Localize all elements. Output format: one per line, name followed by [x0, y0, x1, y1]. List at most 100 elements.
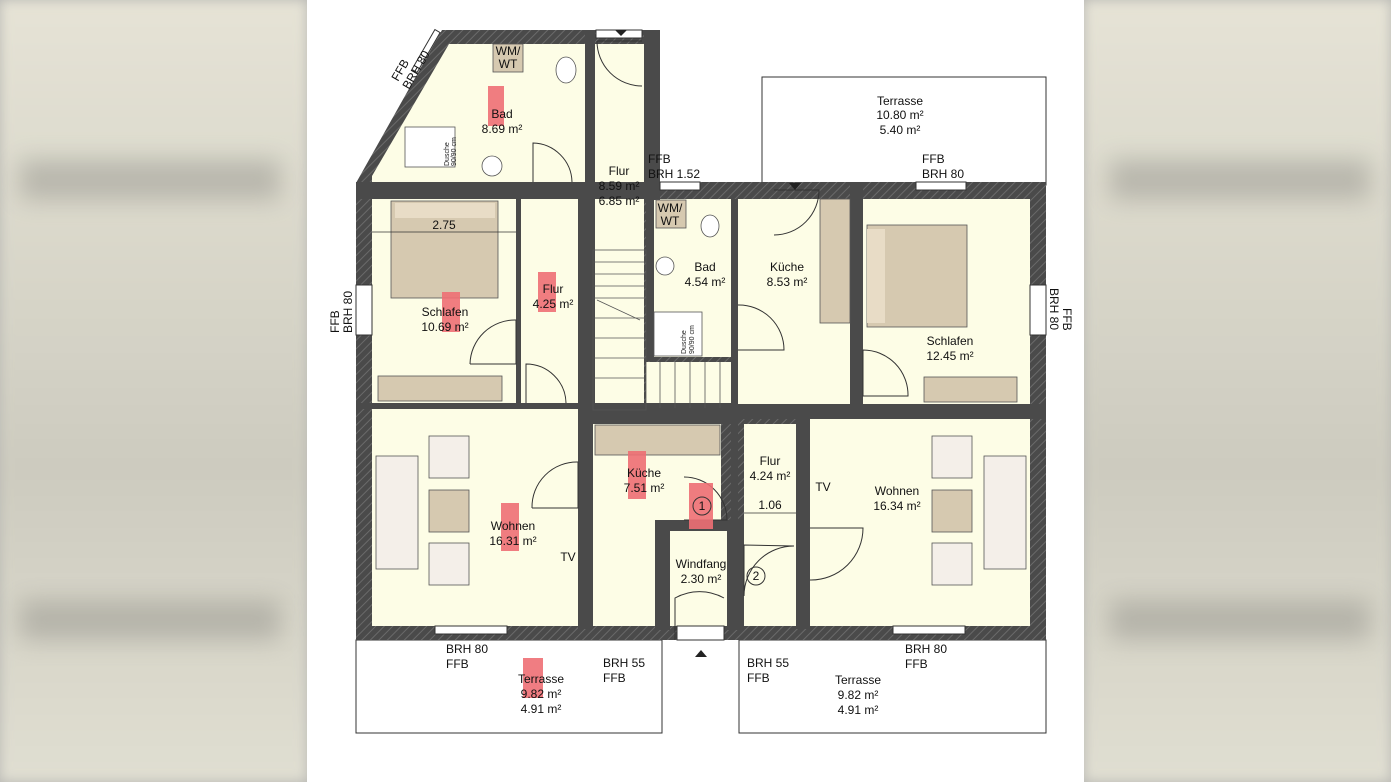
armchair-left-bottom — [428, 542, 470, 586]
dimension-label: 1.06 — [758, 498, 782, 512]
marker-circle-2 — [746, 566, 766, 586]
sofa-right — [983, 455, 1027, 570]
room-name: Bad — [491, 107, 512, 121]
room-area: 5.40 m² — [880, 123, 921, 137]
room-name: Terrasse — [877, 94, 923, 108]
window-label: BRH 80 — [922, 167, 964, 181]
window-label: BRH 55 — [747, 656, 789, 670]
terrace-bottom-right — [738, 639, 1047, 734]
room-area: 4.54 m² — [685, 275, 726, 289]
window-label: FFB — [328, 310, 342, 333]
room-area: 12.45 m² — [926, 349, 973, 363]
blur-band — [20, 600, 280, 640]
shower-mid — [653, 311, 703, 357]
interior-walls — [356, 30, 1046, 630]
kitchen-counter-lower — [594, 424, 721, 456]
fixture-label: WM/ — [496, 44, 521, 58]
armchair-right-top — [931, 435, 973, 479]
room-name: Schlafen — [927, 334, 974, 348]
fixture-label: WT — [661, 214, 680, 228]
marker — [442, 292, 460, 332]
room-area: 8.59 m² — [599, 179, 640, 193]
room-name: Flur — [543, 282, 564, 296]
room-area: 4.24 m² — [750, 469, 791, 483]
entrance-arrow — [615, 30, 627, 36]
shower-size: 90/90 cm — [689, 325, 696, 354]
fixture-label: WT — [499, 57, 518, 71]
doors — [469, 40, 909, 640]
blurred-background-left — [0, 0, 307, 782]
room-area: 4.91 m² — [838, 703, 879, 717]
room-area: 9.82 m² — [521, 687, 562, 701]
room-area: 6.85 m² — [599, 194, 640, 208]
kitchen-counter-upper — [819, 198, 851, 324]
room-area: 8.53 m² — [767, 275, 808, 289]
window-label: BRH 80 — [341, 291, 355, 333]
room-area: 8.69 m² — [482, 122, 523, 136]
blur-band — [1110, 160, 1370, 200]
shower-size: 90/90 cm — [451, 137, 458, 166]
tv-label: TV — [560, 550, 575, 564]
room-name: Küche — [770, 260, 804, 274]
table-left — [428, 489, 470, 533]
washing-machine-upper — [492, 43, 524, 73]
room-name: Schlafen — [422, 305, 469, 319]
sink-upper — [481, 155, 503, 177]
highlight-markers — [442, 86, 713, 698]
marker — [501, 503, 519, 551]
room-area: 10.69 m² — [421, 320, 468, 334]
window-label: FFB — [648, 152, 671, 166]
window-label: FFB — [747, 671, 770, 685]
marker-number: 1 — [699, 499, 706, 513]
marker-number: 2 — [753, 569, 760, 583]
wardrobe-left — [377, 375, 503, 402]
dimension-label: 2.75 — [432, 218, 456, 232]
toilet-mid — [700, 214, 720, 238]
window-label: FFB — [603, 671, 626, 685]
window-label: BRH 80 — [1047, 288, 1061, 330]
sink-mid — [655, 256, 675, 276]
room-area: 16.31 m² — [489, 534, 536, 548]
tv-label: TV — [815, 480, 830, 494]
marker — [628, 451, 646, 499]
entrance-arrow — [789, 183, 801, 190]
window-label: BRH 1.52 — [648, 167, 700, 181]
window-label: FFB — [905, 657, 928, 671]
blurred-background-right — [1084, 0, 1391, 782]
window-label: BRH 80 — [905, 642, 947, 656]
window-label: BRH 55 — [603, 656, 645, 670]
wardrobe-right — [923, 376, 1018, 403]
staircase — [592, 249, 721, 411]
room-name: Bad — [694, 260, 715, 274]
terrace-bottom-left — [355, 639, 663, 734]
room-name: Flur — [609, 164, 630, 178]
room-area: 16.34 m² — [873, 499, 920, 513]
room-name: Terrasse — [518, 672, 564, 686]
room-name: Wohnen — [875, 484, 919, 498]
blur-band — [20, 160, 280, 200]
marker-circle-1 — [692, 496, 712, 516]
marker — [488, 86, 504, 126]
entrance-arrow — [695, 650, 707, 657]
room-name: Wohnen — [491, 519, 535, 533]
shower-label: Dusche — [681, 330, 688, 354]
room-area: 2.30 m² — [681, 572, 722, 586]
fixture-label: WM/ — [658, 201, 683, 215]
table-right — [931, 489, 973, 533]
marker — [523, 658, 543, 698]
room-area: 4.91 m² — [521, 702, 562, 716]
room-name: Flur — [760, 454, 781, 468]
window-label: FFB — [446, 657, 469, 671]
shower-upper — [404, 126, 456, 168]
room-area: 4.25 m² — [533, 297, 574, 311]
marker — [538, 272, 556, 312]
room-area: 10.80 m² — [876, 108, 923, 122]
window-label: FFB — [922, 152, 945, 166]
furniture — [375, 43, 1027, 586]
washing-machine-mid — [655, 199, 687, 229]
armchair-right-bottom — [931, 542, 973, 586]
floor-plan: 1 2 2.75 1.06 Bad 8.69 m² Flur 8.59 m² 6… — [328, 28, 1074, 734]
blur-band — [1110, 600, 1370, 640]
sofa-left — [375, 455, 419, 570]
room-area: 7.51 m² — [624, 481, 665, 495]
